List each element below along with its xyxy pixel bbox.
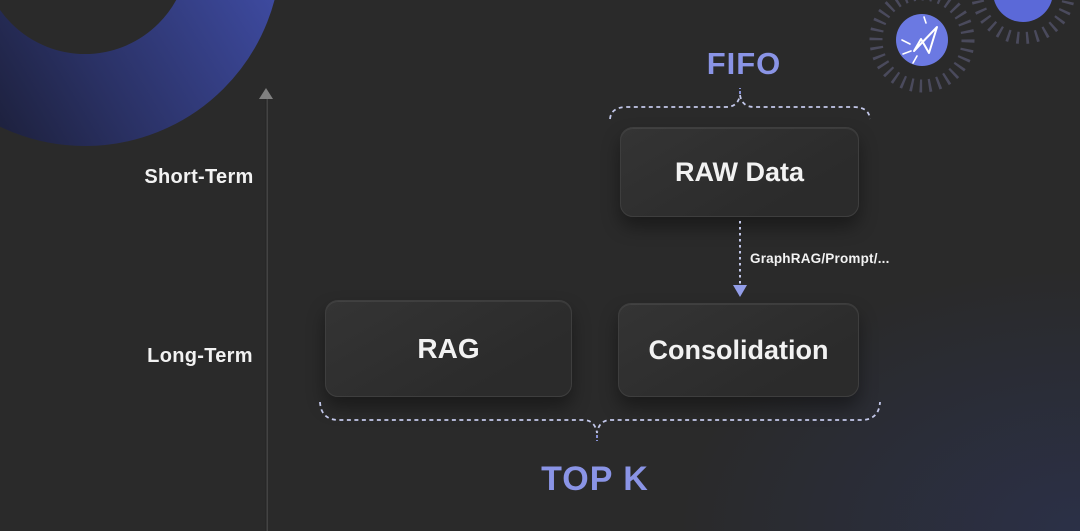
flow-arrow-label: GraphRAG/Prompt/... [750,251,890,266]
short-term-label: Short-Term [144,166,254,188]
rag-label: RAG [417,332,480,364]
ring-decoration [0,0,275,146]
long-term-label: Long-Term [147,345,253,367]
sparkle-badge-small-icon [971,0,1075,44]
rag-box: RAG [325,300,572,397]
fifo-label: FIFO [706,46,782,81]
raw-data-label: RAW Data [674,156,804,187]
consolidation-label: Consolidation [648,334,829,365]
sparkle-badge-icon [869,0,975,93]
raw-data-box: RAW Data [620,127,859,217]
consolidation-box: Consolidation [618,303,859,397]
fifo-brace [609,88,871,120]
flow-arrow-icon [733,221,747,297]
axis-arrowhead-icon [259,88,273,99]
topk-brace [319,401,881,441]
top-k-label: TOP K [541,460,649,498]
memory-axis [265,99,268,531]
